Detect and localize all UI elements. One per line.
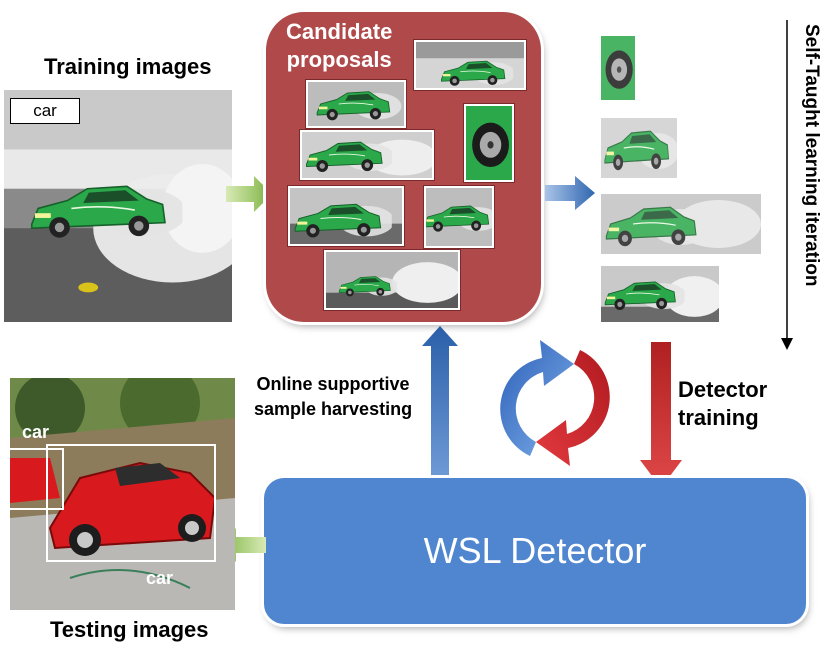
proposal-thumb — [306, 80, 406, 128]
proposal-thumb — [424, 186, 494, 248]
iteration-label: Self-Taught learning iteration — [796, 24, 822, 334]
down-arrow-icon — [640, 342, 682, 488]
testing-image: car car — [10, 378, 235, 610]
proposal-thumb — [464, 104, 514, 182]
candidate-title-line2: proposals — [286, 47, 392, 72]
wsl-detector-box: WSL Detector — [264, 478, 806, 624]
detection-box — [46, 444, 216, 562]
iteration-label-text: Self-Taught learning iteration — [801, 24, 822, 287]
harvest-line1: Online supportive — [256, 374, 410, 394]
training-tag-box: car — [10, 98, 80, 124]
harvest-line2: sample harvesting — [254, 399, 413, 419]
training-images-title: Training images — [44, 54, 212, 79]
selected-sample — [601, 266, 719, 322]
testing-images-title: Testing images — [50, 617, 209, 642]
detector-training-label: Detector training — [678, 376, 767, 432]
training-tag-label: car — [33, 101, 57, 120]
down-arrow-icon — [781, 20, 793, 350]
right-arrow-icon — [226, 176, 272, 212]
candidate-proposals-title: Candidate proposals — [286, 18, 392, 74]
proposal-thumb — [300, 130, 434, 180]
candidate-title-line1: Candidate — [286, 19, 393, 44]
right-arrow-icon — [545, 176, 595, 210]
detection-label: car — [146, 568, 174, 588]
training-step-line1: Detector — [678, 377, 768, 402]
harvest-label: Online supportive sample harvesting — [254, 372, 412, 422]
wsl-detector-label: WSL Detector — [423, 530, 647, 571]
proposal-thumb — [288, 186, 404, 246]
training-image: car — [4, 90, 232, 322]
selected-sample — [601, 118, 677, 178]
up-arrow-icon — [422, 326, 458, 478]
detection-box — [10, 448, 64, 510]
selected-sample — [601, 194, 761, 254]
detection-label: car — [22, 422, 50, 442]
training-step-line2: training — [678, 405, 759, 430]
refresh-cycle-icon — [500, 340, 610, 466]
selected-sample — [601, 36, 635, 100]
proposal-thumb — [414, 40, 526, 90]
proposal-thumb — [324, 250, 460, 310]
